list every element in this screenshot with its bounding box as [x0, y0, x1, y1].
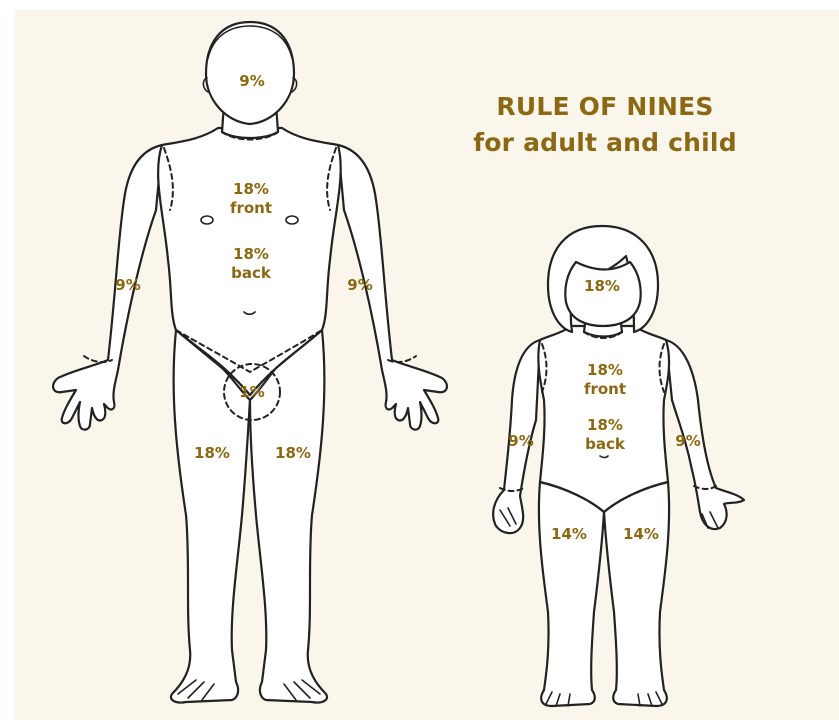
child-back-sub-label: back: [585, 435, 626, 453]
adult-back-label: 18%: [233, 245, 269, 263]
adult-chest-label: 18%: [233, 180, 269, 198]
child-back-label: 18%: [587, 416, 623, 434]
adult-right-arm-label: 9%: [115, 276, 140, 294]
child-chest-label: 18%: [587, 361, 623, 379]
title-line-2: for adult and child: [440, 128, 770, 157]
adult-chest-front-label: front: [230, 199, 272, 217]
child-chest-front-label: front: [584, 380, 626, 398]
child-left-arm-label: 9%: [675, 432, 700, 450]
adult-groin-label: 1%: [239, 383, 264, 401]
adult-left-leg-label: 18%: [275, 444, 311, 462]
adult-left-arm-label: 9%: [347, 276, 372, 294]
title-line-1: RULE OF NINES: [440, 92, 770, 121]
child-head-label: 18%: [584, 277, 620, 295]
child-left-leg-label: 14%: [623, 525, 659, 543]
child-right-leg-label: 14%: [551, 525, 587, 543]
adult-head-label: 9%: [239, 72, 264, 90]
adult-right-leg-label: 18%: [194, 444, 230, 462]
adult-back-sub-label: back: [231, 264, 272, 282]
child-right-arm-label: 9%: [508, 432, 533, 450]
